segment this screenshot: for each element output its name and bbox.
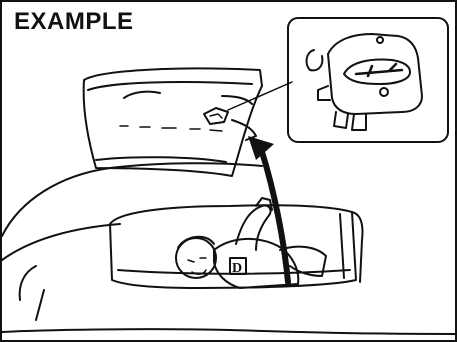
release-lever <box>354 62 404 78</box>
fender-curve <box>1 223 121 261</box>
lid-stamping-left <box>123 90 161 99</box>
lid-handle <box>203 107 229 125</box>
trunk-lid-inner-edge <box>87 81 253 91</box>
side-marker <box>35 289 45 321</box>
lid-dash-line <box>119 125 223 132</box>
release-pivot <box>379 87 389 97</box>
trunk-lid-lower-edge <box>95 156 227 163</box>
leader-line <box>227 81 293 111</box>
occupant-face <box>187 257 207 275</box>
trunk-rear-wall <box>339 213 345 279</box>
occupant-arm <box>235 204 272 251</box>
bumper-line <box>1 328 457 335</box>
release-tab <box>305 49 324 72</box>
occupant-hair <box>177 235 215 249</box>
mount-hole-top <box>376 36 384 44</box>
release-housing <box>327 33 423 115</box>
detail-inset-box <box>287 17 449 143</box>
occupant-badge <box>229 257 247 275</box>
lid-stamping-right <box>221 95 253 105</box>
occupant-body <box>213 237 300 289</box>
rear-quarter <box>18 265 37 301</box>
trunk-lid-outline <box>82 67 263 177</box>
lid-right-corner <box>231 119 257 141</box>
release-side-clip <box>317 85 331 101</box>
release-connector <box>333 111 367 131</box>
lid-handle-inner <box>209 113 223 119</box>
occupant-leg <box>279 245 327 277</box>
upward-arrow-head <box>248 136 274 160</box>
upward-arrow-shaft <box>259 149 291 285</box>
trunk-lip <box>351 211 364 283</box>
release-slot <box>343 58 411 85</box>
diagram-title: EXAMPLE <box>14 8 134 35</box>
occupant-head <box>175 237 217 279</box>
occupant-hand <box>255 197 273 211</box>
trunk-opening <box>109 204 357 289</box>
occupant-badge-label: D <box>232 261 242 276</box>
